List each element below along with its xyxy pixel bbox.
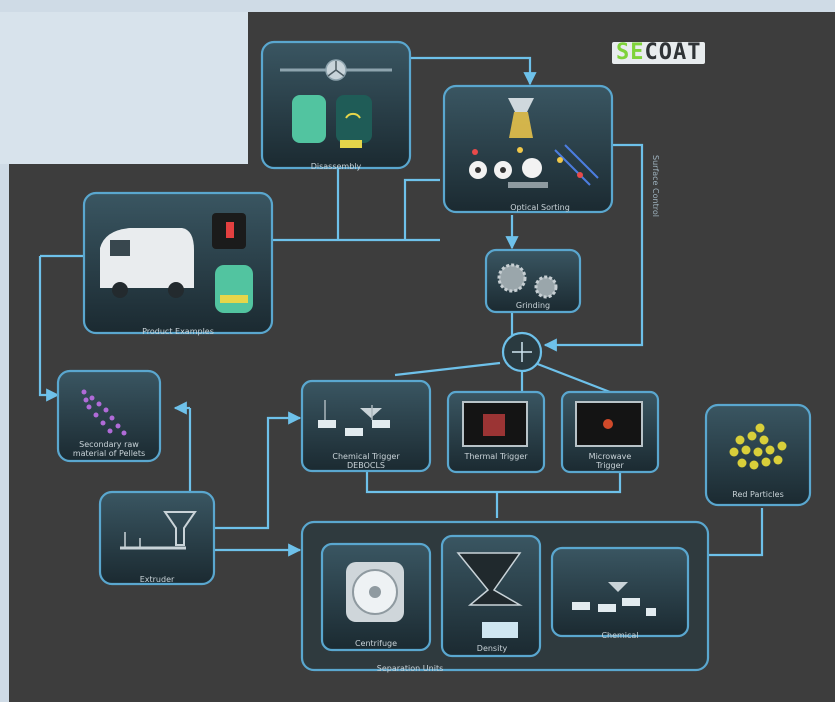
sub-chemical bbox=[550, 546, 690, 638]
label-chemical-trigger: Chemical Trigger DEBOCLS bbox=[332, 452, 400, 470]
sub-centrifuge bbox=[320, 542, 432, 652]
node-product-examples bbox=[82, 191, 274, 335]
label-grinding: Grinding bbox=[515, 301, 551, 310]
node-microwave-trigger bbox=[560, 390, 660, 474]
node-separation-units bbox=[300, 520, 710, 672]
sub-density bbox=[440, 534, 542, 658]
node-splitter bbox=[501, 331, 543, 373]
label-disassembly: Disassembly bbox=[310, 162, 362, 171]
label-chemical: Chemical bbox=[601, 631, 639, 640]
node-disassembly bbox=[260, 40, 412, 170]
label-surface-control: Surface Control bbox=[651, 155, 660, 217]
node-chemical-trigger bbox=[300, 379, 432, 473]
node-secondary-raw-material bbox=[56, 369, 162, 463]
node-extruder bbox=[98, 490, 216, 586]
label-thermal-trigger: Thermal Trigger bbox=[464, 452, 528, 461]
connector-lines bbox=[38, 56, 764, 557]
label-separation-units: Separation Units bbox=[376, 664, 444, 673]
label-red-particles: Red Particles bbox=[732, 490, 784, 499]
label-secondary-raw-material: Secondary raw material of Pellets bbox=[72, 440, 146, 458]
label-microwave-trigger: Microwave Trigger bbox=[588, 452, 632, 470]
node-optical-sorting bbox=[442, 84, 614, 214]
secoat-logo: SECOAT bbox=[612, 42, 706, 64]
node-thermal-trigger bbox=[446, 390, 546, 474]
node-red-particles bbox=[704, 403, 812, 507]
node-grinding bbox=[484, 248, 582, 314]
label-density: Density bbox=[476, 644, 508, 653]
corner-highlight bbox=[0, 12, 248, 164]
label-extruder: Extruder bbox=[139, 575, 175, 584]
label-centrifuge: Centrifuge bbox=[354, 639, 398, 648]
label-product-examples: Product Examples bbox=[142, 327, 214, 336]
label-optical-sorting: Optical Sorting bbox=[510, 203, 570, 212]
